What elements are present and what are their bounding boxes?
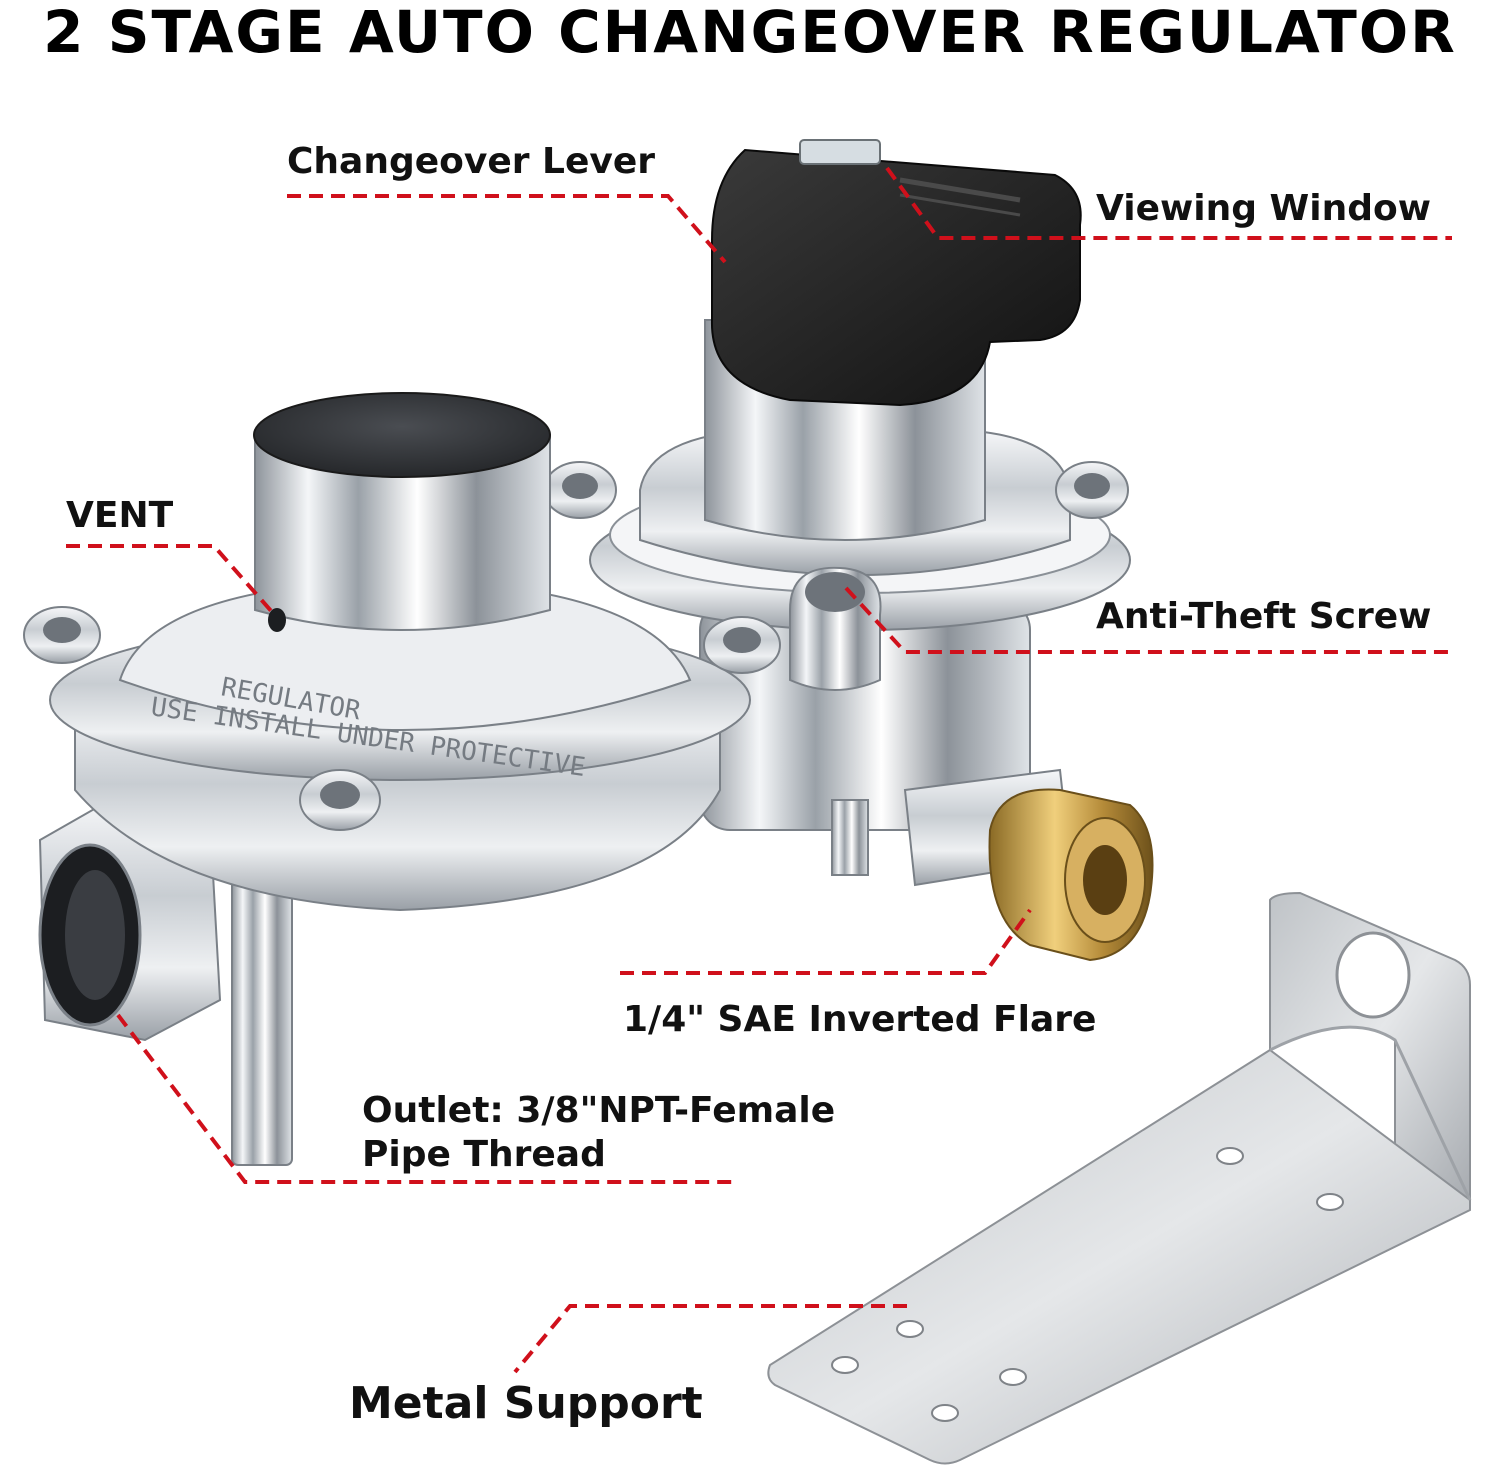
screw [23, 606, 101, 664]
leader-anti-theft-screw [844, 586, 1452, 654]
label-inverted-flare: 1/4" SAE Inverted Flare [623, 999, 1097, 1040]
label-outlet-line2: Pipe Thread [362, 1134, 606, 1175]
label-viewing-window: Viewing Window [1096, 188, 1431, 229]
label-outlet-line1: Outlet: 3/8"NPT-Female [362, 1090, 836, 1131]
leader-viewing-window [885, 166, 1452, 240]
first-stage-regulator: REGULATOR USE INSTALL UNDER PROTECTIVE [23, 392, 781, 1166]
label-metal-support: Metal Support [349, 1378, 703, 1429]
leader-metal-support [513, 1304, 907, 1374]
viewing-window [799, 139, 881, 165]
label-anti-theft-screw: Anti-Theft Screw [1096, 596, 1432, 637]
screw [1055, 461, 1129, 519]
changeover-regulator [543, 139, 1154, 962]
bracket-hole [1216, 1147, 1244, 1165]
bracket-hole [896, 1320, 924, 1338]
leader-lines [66, 166, 1452, 1374]
label-changeover-lever: Changeover Lever [287, 141, 656, 182]
bracket-hole [1316, 1193, 1344, 1211]
anti-theft-screw [789, 566, 882, 691]
leader-vent [66, 544, 274, 614]
regulator-cap [253, 392, 551, 478]
bracket-hole [1335, 931, 1411, 1019]
leader-outlet [116, 1013, 737, 1184]
screw [543, 461, 617, 519]
leader-changeover-lever [287, 194, 727, 264]
brass-flare-nut [988, 788, 1154, 962]
bracket-hole [831, 1356, 859, 1374]
screw [299, 769, 381, 831]
vent-hole [268, 608, 286, 632]
label-vent: VENT [66, 495, 174, 536]
bracket-hole [931, 1404, 959, 1422]
changeover-lever-knob [710, 139, 1082, 407]
page-title: 2 STAGE AUTO CHANGEOVER REGULATOR [43, 0, 1457, 66]
metal-support-bracket [767, 891, 1472, 1465]
leader-inverted-flare [620, 908, 1032, 975]
bracket-hole [999, 1368, 1027, 1386]
screw [703, 616, 781, 674]
